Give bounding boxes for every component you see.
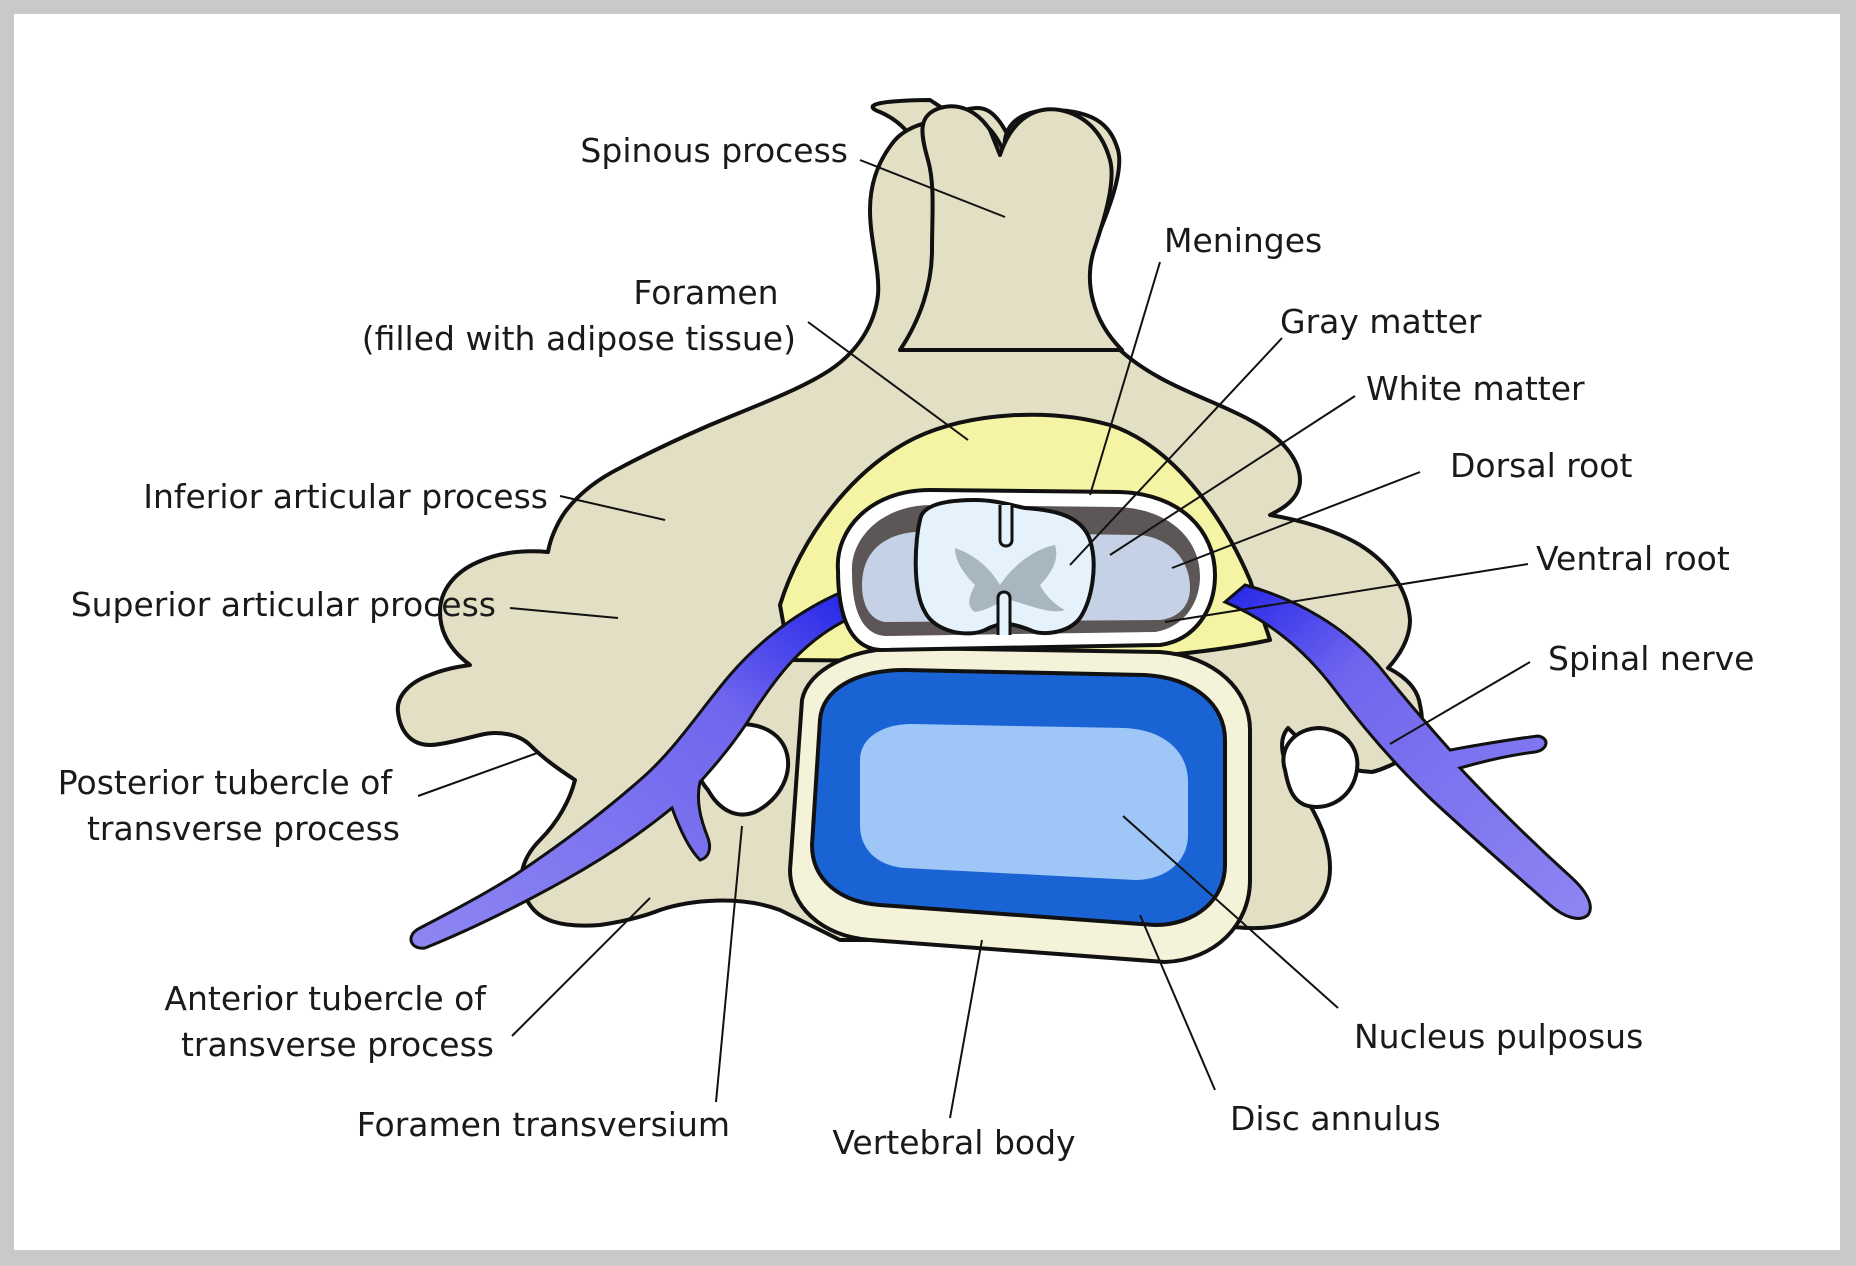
- leader-foramen-transversium: [715, 825, 743, 1103]
- spinal-nerve-right: [1222, 583, 1592, 920]
- label-superior-articular-process: Superior articular process: [71, 585, 496, 624]
- leader-superior-articular: [509, 607, 619, 619]
- leader-posterior-tubercle: [417, 751, 541, 797]
- leader-ventral-root: [1164, 563, 1529, 623]
- label-posterior-tubercle-line2: transverse process: [87, 809, 400, 848]
- spinal-cord-gray-matter: [955, 545, 1065, 612]
- ventral-fissure: [996, 590, 1012, 635]
- leader-inferior-articular: [559, 495, 666, 521]
- label-spinal-nerve: Spinal nerve: [1548, 639, 1754, 678]
- leader-nucleus-pulposus: [1122, 815, 1339, 1009]
- spinal-nerve-left: [409, 589, 852, 950]
- dorsal-fissure: [998, 505, 1014, 548]
- leader-anterior-tubercle: [511, 897, 651, 1037]
- label-foramen-transversium: Foramen transversium: [357, 1105, 730, 1144]
- label-nucleus-pulposus: Nucleus pulposus: [1354, 1017, 1643, 1056]
- leader-meninges: [1089, 261, 1161, 496]
- label-foramen-line2: (filled with adipose tissue): [362, 319, 796, 358]
- leader-foramen: [807, 321, 969, 441]
- spinous-process-shape: [898, 104, 1124, 352]
- nucleus-pulposus: [860, 724, 1188, 880]
- label-gray-matter: Gray matter: [1280, 302, 1482, 341]
- foramen-transversium-right: [1281, 726, 1360, 809]
- label-disc-annulus: Disc annulus: [1230, 1099, 1441, 1138]
- label-foramen-line1: Foramen: [633, 273, 778, 312]
- leader-disc-annulus: [1139, 914, 1216, 1091]
- label-dorsal-root: Dorsal root: [1450, 446, 1632, 485]
- leader-lines: [417, 159, 1531, 1119]
- leader-vertebral-body: [949, 939, 983, 1119]
- label-white-matter: White matter: [1366, 369, 1585, 408]
- leader-white-matter: [1109, 395, 1356, 556]
- leader-spinal-nerve: [1389, 661, 1531, 745]
- label-meninges: Meninges: [1164, 221, 1322, 260]
- label-ventral-root: Ventral root: [1536, 539, 1730, 578]
- label-vertebral-body: Vertebral body: [832, 1123, 1075, 1162]
- label-inferior-articular-process: Inferior articular process: [143, 477, 548, 516]
- leader-gray-matter: [1069, 337, 1283, 566]
- label-anterior-tubercle-line1: Anterior tubercle of: [164, 979, 487, 1018]
- label-anterior-tubercle-line2: transverse process: [181, 1025, 494, 1064]
- leader-spinous-process: [859, 159, 1006, 218]
- label-posterior-tubercle-line1: Posterior tubercle of: [58, 763, 394, 802]
- label-spinous-process: Spinous process: [580, 131, 848, 170]
- leader-dorsal-root: [1171, 471, 1421, 569]
